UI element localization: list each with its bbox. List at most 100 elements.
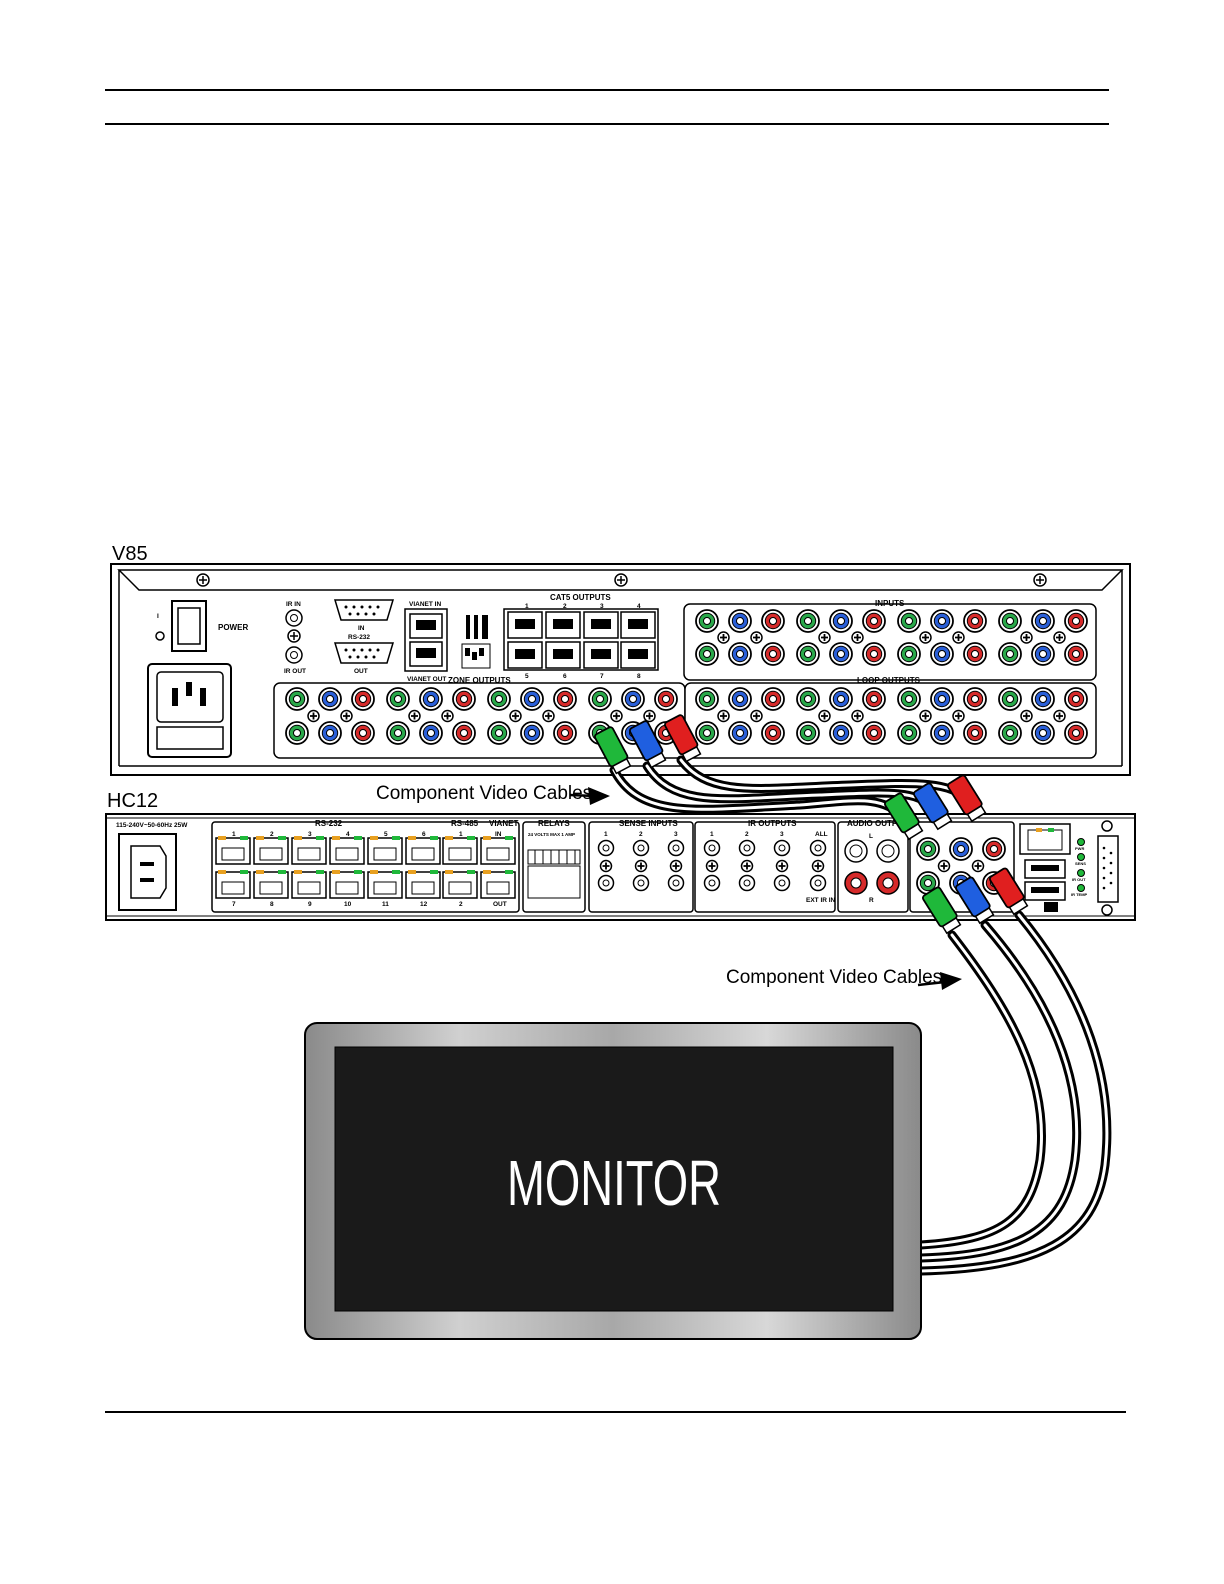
rj45-port[interactable] bbox=[329, 836, 365, 865]
hc12-usb-ports[interactable] bbox=[1024, 859, 1066, 901]
v85-vianet-out-port[interactable] bbox=[409, 641, 443, 667]
rj45-port[interactable] bbox=[329, 870, 365, 899]
mono-jack[interactable] bbox=[773, 839, 791, 857]
rca-jack[interactable] bbox=[862, 642, 886, 666]
rj45-port[interactable] bbox=[480, 836, 516, 865]
mono-jack[interactable] bbox=[597, 839, 615, 857]
rca-jack[interactable] bbox=[419, 721, 443, 745]
rca-jack[interactable] bbox=[1031, 721, 1055, 745]
rca-jack[interactable] bbox=[520, 721, 544, 745]
mono-jack[interactable] bbox=[703, 874, 721, 892]
rca-jack[interactable] bbox=[829, 721, 853, 745]
rca-jack[interactable] bbox=[930, 687, 954, 711]
rj45-port[interactable] bbox=[367, 870, 403, 899]
v85-power-switch[interactable] bbox=[171, 600, 207, 652]
rj45-port[interactable] bbox=[442, 836, 478, 865]
rca-jack[interactable] bbox=[796, 609, 820, 633]
rca-jack[interactable] bbox=[796, 721, 820, 745]
rca-jack[interactable] bbox=[285, 687, 309, 711]
rca-jack[interactable] bbox=[695, 609, 719, 633]
rca-jack[interactable] bbox=[520, 687, 544, 711]
mono-jack[interactable] bbox=[809, 839, 827, 857]
rca-jack[interactable] bbox=[452, 687, 476, 711]
rca-jack[interactable] bbox=[897, 609, 921, 633]
rca-jack[interactable] bbox=[963, 642, 987, 666]
rca-jack[interactable] bbox=[862, 609, 886, 633]
rca-jack[interactable] bbox=[487, 721, 511, 745]
rca-jack[interactable] bbox=[916, 871, 940, 895]
rca-jack[interactable] bbox=[862, 721, 886, 745]
rj45-port[interactable] bbox=[215, 870, 251, 899]
mono-jack[interactable] bbox=[667, 874, 685, 892]
rca-jack[interactable] bbox=[829, 642, 853, 666]
rca-jack[interactable] bbox=[1031, 609, 1055, 633]
rca-jack[interactable] bbox=[728, 609, 752, 633]
rca-jack[interactable] bbox=[761, 687, 785, 711]
rca-jack[interactable] bbox=[897, 721, 921, 745]
v85-rs232-out-port[interactable] bbox=[333, 642, 395, 664]
rca-jack[interactable] bbox=[998, 609, 1022, 633]
rj45-port[interactable] bbox=[253, 836, 289, 865]
mono-jack[interactable] bbox=[632, 839, 650, 857]
mono-jack[interactable] bbox=[667, 839, 685, 857]
mono-jack[interactable] bbox=[738, 839, 756, 857]
rj45-port[interactable] bbox=[253, 870, 289, 899]
rca-jack[interactable] bbox=[916, 837, 940, 861]
hc12-network-port[interactable] bbox=[1019, 823, 1071, 855]
rca-jack[interactable] bbox=[419, 687, 443, 711]
rca-jack[interactable] bbox=[998, 721, 1022, 745]
rj45-port[interactable] bbox=[480, 870, 516, 899]
rca-jack[interactable] bbox=[285, 721, 309, 745]
rca-jack[interactable] bbox=[761, 642, 785, 666]
hc12-vga-port[interactable] bbox=[1097, 820, 1119, 916]
rca-jack[interactable] bbox=[318, 721, 342, 745]
mono-jack[interactable] bbox=[632, 874, 650, 892]
rca-jack[interactable] bbox=[588, 687, 612, 711]
mono-jack[interactable] bbox=[809, 874, 827, 892]
rca-jack[interactable] bbox=[1064, 609, 1088, 633]
rca-jack[interactable] bbox=[930, 609, 954, 633]
rj45-port[interactable] bbox=[367, 836, 403, 865]
v85-vianet-in-port[interactable] bbox=[409, 613, 443, 639]
rca-jack[interactable] bbox=[930, 721, 954, 745]
mono-jack[interactable] bbox=[773, 874, 791, 892]
rca-jack[interactable] bbox=[897, 642, 921, 666]
rca-jack[interactable] bbox=[829, 687, 853, 711]
rca-jack[interactable] bbox=[487, 687, 511, 711]
rca-jack[interactable] bbox=[452, 721, 476, 745]
rca-jack[interactable] bbox=[621, 687, 645, 711]
v85-cat5-ports[interactable] bbox=[507, 611, 656, 669]
rca-jack[interactable] bbox=[386, 721, 410, 745]
rca-jack[interactable] bbox=[1064, 687, 1088, 711]
rca-jack[interactable] bbox=[318, 687, 342, 711]
rca-jack[interactable] bbox=[386, 687, 410, 711]
rca-jack[interactable] bbox=[1064, 642, 1088, 666]
rca-jack[interactable] bbox=[695, 642, 719, 666]
hc12-rj45-ports[interactable] bbox=[215, 836, 516, 899]
rca-jack[interactable] bbox=[862, 687, 886, 711]
rca-jack[interactable] bbox=[963, 609, 987, 633]
rj45-port[interactable] bbox=[215, 836, 251, 865]
mono-jack[interactable] bbox=[703, 839, 721, 857]
rca-jack[interactable] bbox=[963, 721, 987, 745]
rca-jack[interactable] bbox=[829, 609, 853, 633]
hc12-relay-terminals[interactable] bbox=[527, 849, 581, 899]
rca-jack[interactable] bbox=[351, 721, 375, 745]
hc12-audio-jacks[interactable] bbox=[844, 839, 900, 895]
rca-jack[interactable] bbox=[728, 687, 752, 711]
rca-jack[interactable] bbox=[1031, 687, 1055, 711]
v85-loop-outputs-rca-jacks[interactable] bbox=[695, 687, 1088, 745]
rca-jack[interactable] bbox=[796, 687, 820, 711]
v85-inputs-rca-jacks[interactable] bbox=[695, 609, 1088, 666]
rca-jack[interactable] bbox=[553, 687, 577, 711]
rca-jack[interactable] bbox=[949, 837, 973, 861]
rca-jack[interactable] bbox=[998, 687, 1022, 711]
rca-jack[interactable] bbox=[796, 642, 820, 666]
rca-jack[interactable] bbox=[897, 687, 921, 711]
mono-jack[interactable] bbox=[597, 874, 615, 892]
rj45-port[interactable] bbox=[291, 836, 327, 865]
rca-jack[interactable] bbox=[695, 687, 719, 711]
rj45-port[interactable] bbox=[291, 870, 327, 899]
rj45-port[interactable] bbox=[405, 870, 441, 899]
